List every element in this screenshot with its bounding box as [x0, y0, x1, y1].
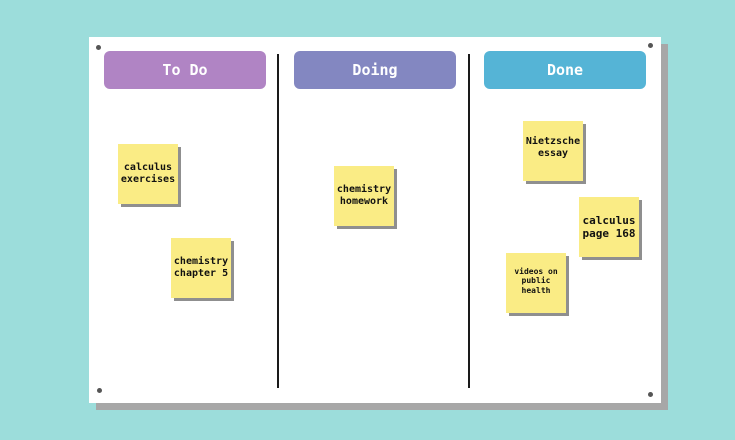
sticky-note-videos-public-health[interactable]: videos on public health: [506, 253, 566, 313]
column-title-done: Done: [546, 61, 584, 79]
pin-bottom-left: [97, 388, 102, 393]
column-divider-1: [277, 54, 279, 388]
column-header-doing: Doing: [294, 51, 456, 89]
sticky-note-calculus-page-168[interactable]: calculus page 168: [579, 197, 639, 257]
pin-top-left: [96, 45, 101, 50]
column-divider-2: [468, 54, 470, 388]
sticky-note-chemistry-chapter-5[interactable]: chemistry chapter 5: [171, 238, 231, 298]
pin-bottom-right: [648, 392, 653, 397]
column-title-todo: To Do: [162, 61, 208, 79]
pin-top-right: [648, 43, 653, 48]
sticky-note-calculus-exercises[interactable]: calculus exercises: [118, 144, 178, 204]
column-header-todo: To Do: [104, 51, 266, 89]
column-title-doing: Doing: [352, 61, 398, 79]
column-header-done: Done: [484, 51, 646, 89]
sticky-note-chemistry-homework[interactable]: chemistry homework: [334, 166, 394, 226]
sticky-note-nietzsche-essay[interactable]: Nietzsche essay: [523, 121, 583, 181]
